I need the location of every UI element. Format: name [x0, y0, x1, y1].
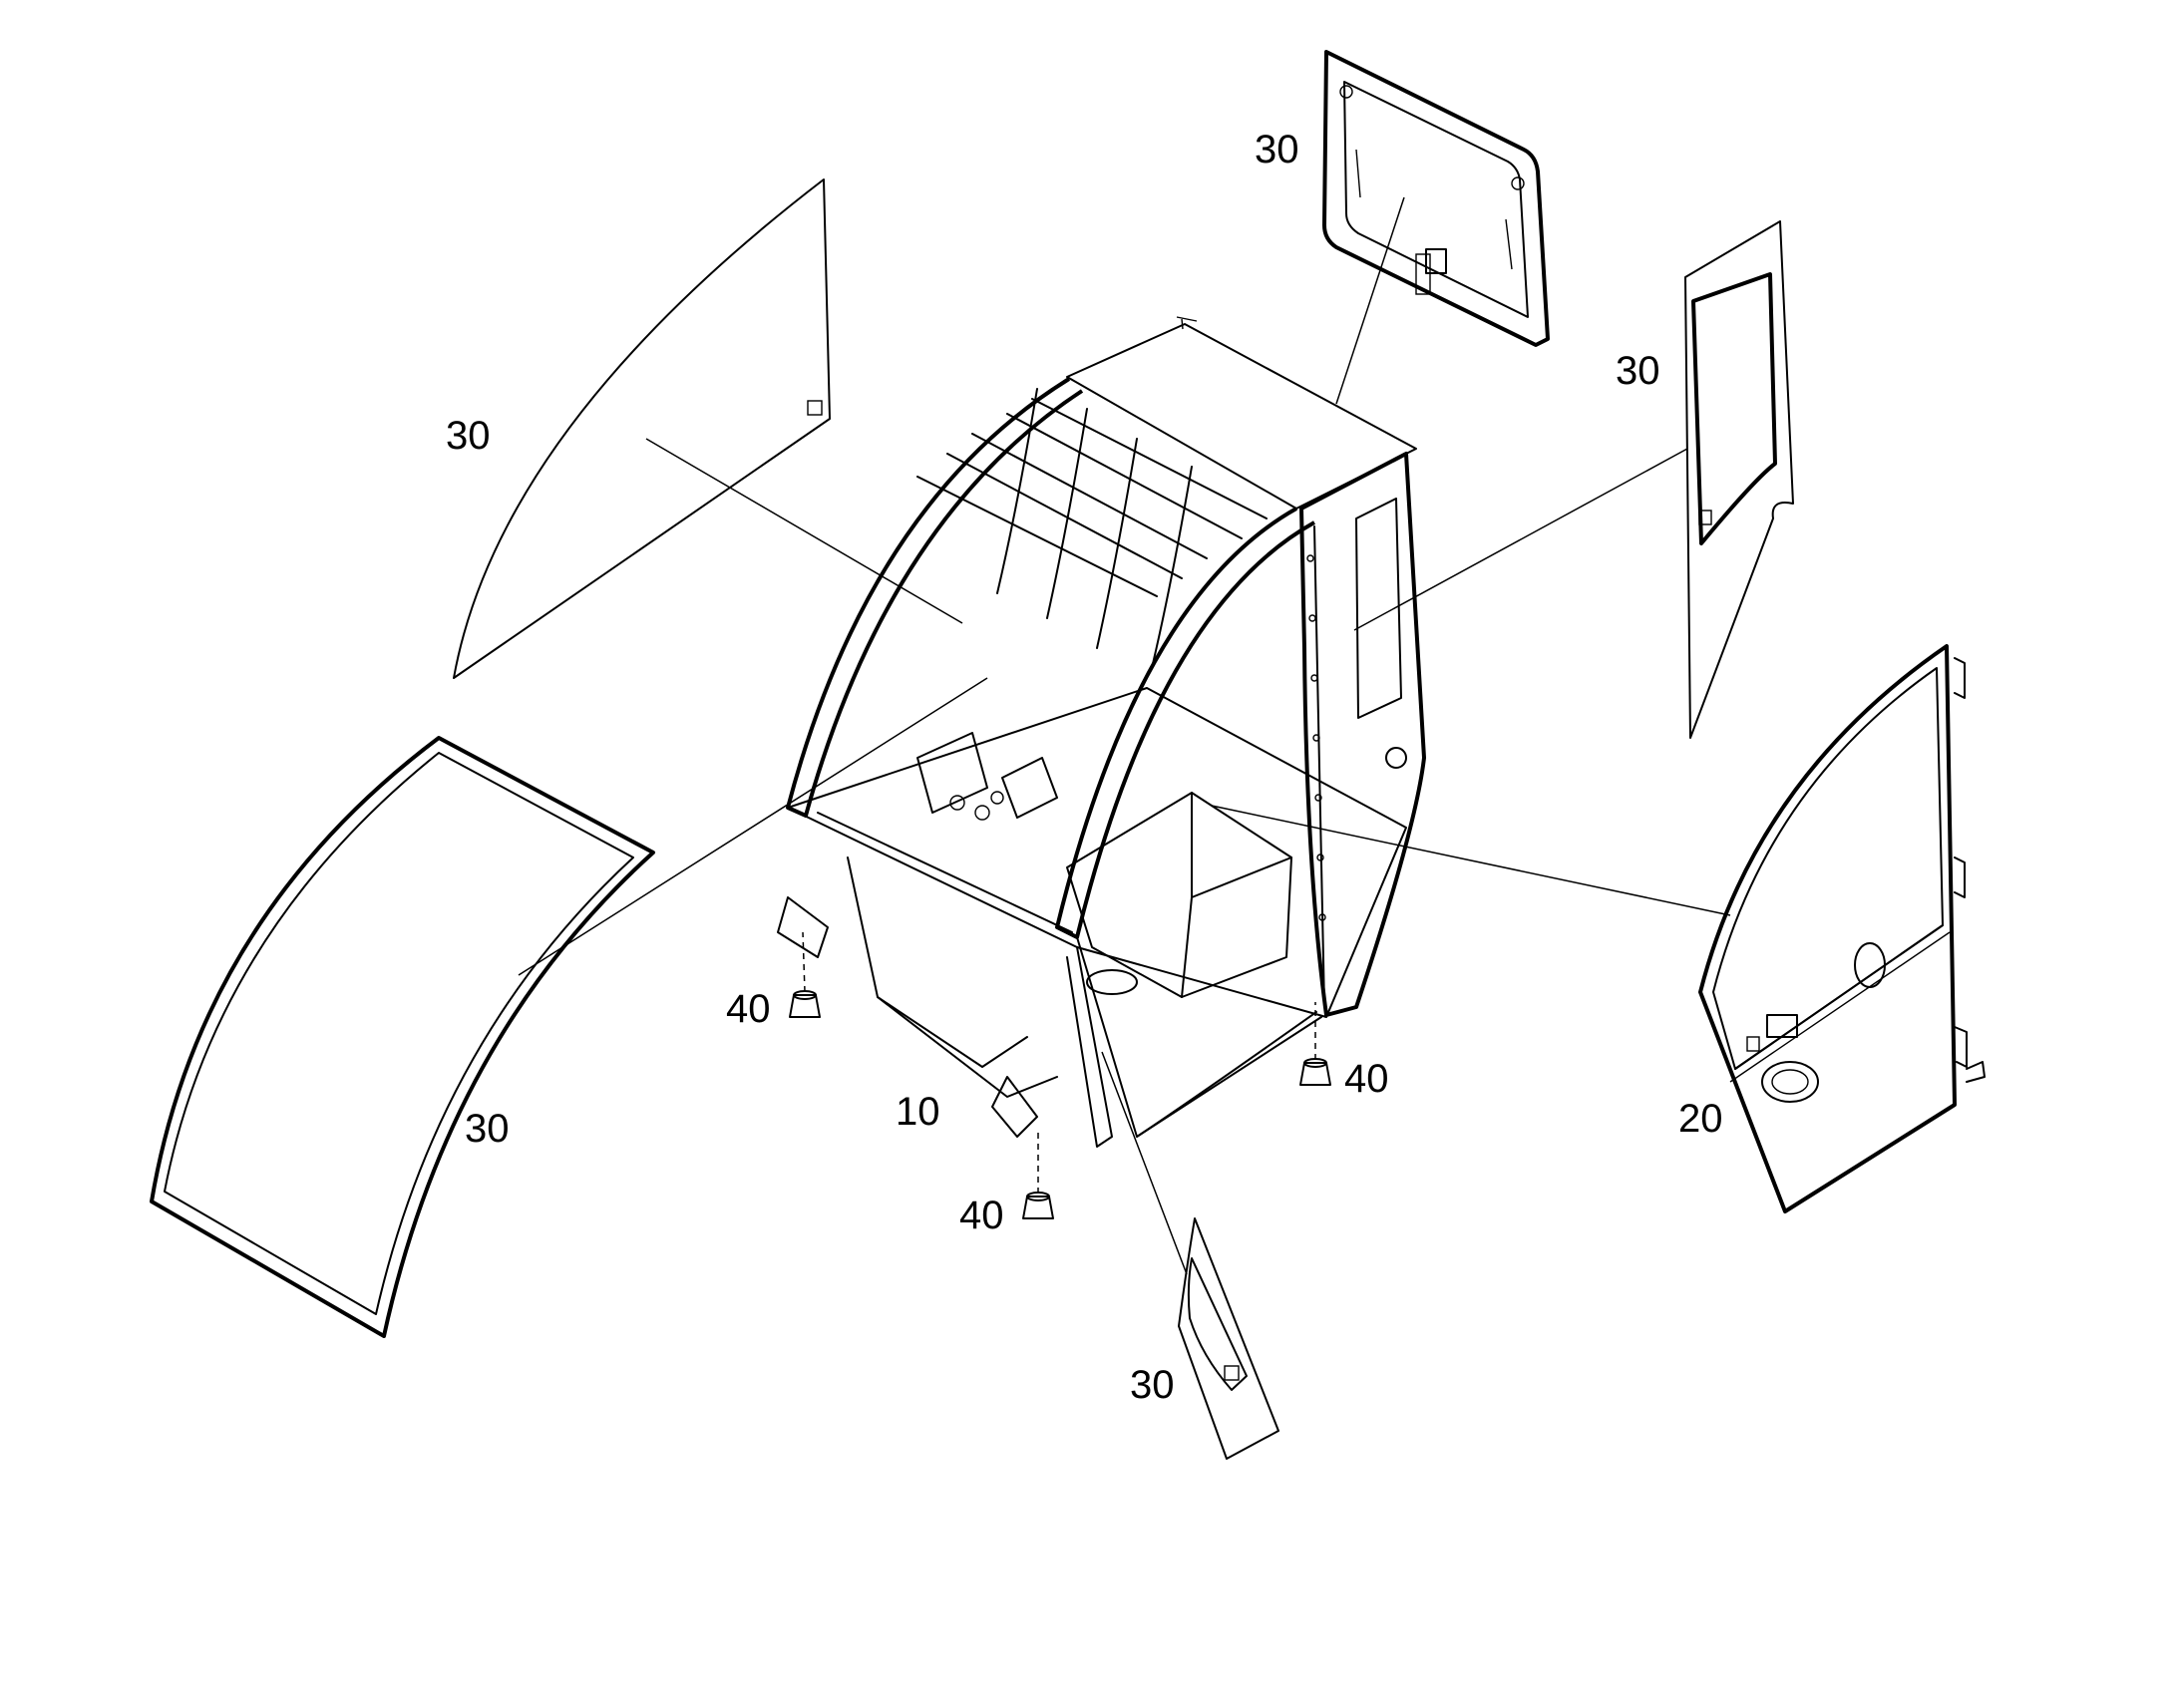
- cab-door: [1698, 644, 1986, 1213]
- mount-right: [1299, 1058, 1331, 1086]
- callout-mount-right: 40: [1344, 1057, 1389, 1101]
- callout-mount-center: 40: [959, 1194, 1004, 1237]
- mount-left: [789, 990, 821, 1018]
- mount-center: [1022, 1192, 1054, 1219]
- callout-small-glass: 30: [1130, 1363, 1175, 1407]
- callout-front-glass: 30: [446, 414, 491, 458]
- small-corner-glass: [1178, 1217, 1279, 1460]
- roof-glass-panel: [150, 736, 655, 1338]
- cab-frame: [777, 316, 1426, 1148]
- callout-rear-window: 30: [1255, 128, 1299, 171]
- rear-window-frame: [1322, 50, 1550, 347]
- callout-side-window: 30: [1616, 349, 1660, 393]
- callout-roof-glass: 30: [465, 1107, 510, 1151]
- callout-door: 20: [1678, 1097, 1723, 1141]
- front-windscreen-glass: [453, 178, 831, 679]
- leader-lines: [518, 196, 1731, 1275]
- callout-cab-frame: 10: [896, 1090, 940, 1134]
- side-window-glass-right: [1684, 220, 1794, 739]
- callout-mount-left: 40: [726, 987, 771, 1031]
